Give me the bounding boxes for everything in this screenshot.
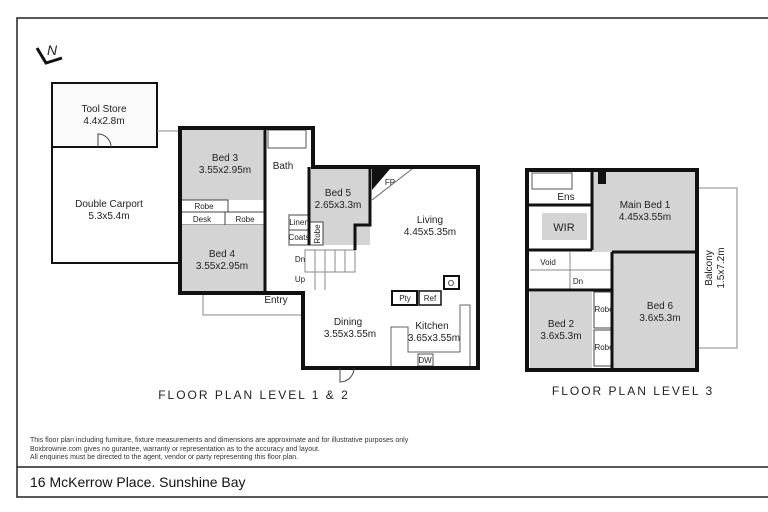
disclaimer-line: Boxbrownie.com gives no gurantee, warran… <box>30 445 320 453</box>
fireplace-label: FP <box>385 178 395 187</box>
room-size: 3.55x2.95m <box>196 261 248 272</box>
robe-label: Robe <box>594 343 614 352</box>
svg-text:N: N <box>47 42 58 58</box>
bed-4 <box>180 225 265 293</box>
desk-label: Desk <box>193 215 212 224</box>
room-label: Dining <box>334 317 362 328</box>
robe-label: Robe <box>594 305 614 314</box>
bed-6 <box>613 252 697 368</box>
frame <box>16 17 768 498</box>
room-size: 4.4x2.8m <box>83 116 124 127</box>
room-label: Bed 2 <box>548 319 575 330</box>
stairs-up-label: Up <box>295 275 306 284</box>
room-size: 3.55x3.55m <box>324 329 376 340</box>
ensuite-label: Ens <box>557 192 574 203</box>
room-size: 3.65x3.55m <box>408 333 460 344</box>
north-arrow-logo: N <box>35 42 63 65</box>
coats-label: Coats <box>289 233 310 242</box>
level-3-labels: Ens WIR Main Bed 1 4.45x3.55m Void Dn Ro… <box>540 192 727 398</box>
room-label: Bed 6 <box>647 301 674 312</box>
room-size: 3.6x5.3m <box>540 331 581 342</box>
room-label: Bed 3 <box>212 153 239 164</box>
room-label: Living <box>417 215 443 226</box>
bed-3 <box>180 128 265 200</box>
level-1-2-plan <box>51 82 480 383</box>
room-size: 1.5x7.2m <box>716 247 727 288</box>
bath-label: Bath <box>273 161 294 172</box>
room-label: Bed 4 <box>209 249 236 260</box>
room-label: Kitchen <box>415 321 448 332</box>
room-size: 3.55x2.95m <box>199 165 251 176</box>
room-label: Tool Store <box>81 104 126 115</box>
room-label: Double Carport <box>75 199 143 210</box>
room-size: 4.45x5.35m <box>404 227 456 238</box>
stairs-down-label: Dn <box>573 277 583 286</box>
disclaimer-line: This floor plan including furniture, fix… <box>30 437 409 444</box>
fridge-label: Ref <box>424 294 437 303</box>
dishwasher-label: DW <box>418 356 432 365</box>
bed-2 <box>530 292 592 368</box>
main-bed-1 <box>592 172 697 252</box>
robe-label: Robe <box>194 202 214 211</box>
level-3-title: FLOOR PLAN LEVEL 3 <box>552 384 714 398</box>
room-size: 3.6x5.3m <box>639 313 680 324</box>
entry-label: Entry <box>264 295 287 306</box>
void-label: Void <box>540 258 556 267</box>
pantry-label: Pty <box>399 294 411 303</box>
room-size: 5.3x5.4m <box>88 211 129 222</box>
room-size: 4.45x3.55m <box>619 212 671 223</box>
room-label: Main Bed 1 <box>620 200 671 211</box>
room-label: Bed 5 <box>325 188 352 199</box>
room-size: 2.65x3.3m <box>315 200 362 211</box>
oven-label: O <box>448 279 454 288</box>
robe-label: Robe <box>313 224 322 244</box>
property-address: 16 McKerrow Place. Sunshine Bay <box>30 474 246 490</box>
wir <box>542 213 587 240</box>
tool-store <box>51 82 158 148</box>
disclaimer-line: All enquiries must be directed to the ag… <box>30 454 299 461</box>
room-label: Balcony <box>704 250 715 286</box>
disclaimer: This floor plan including furniture, fix… <box>30 437 408 463</box>
level-1-2-title: FLOOR PLAN LEVEL 1 & 2 <box>158 388 350 402</box>
entry-deck <box>202 292 304 316</box>
wir-label: WIR <box>553 222 574 234</box>
stairs-down-label: Dn <box>295 255 305 264</box>
level-1-2-labels: Tool Store 4.4x2.8m Double Carport 5.3x5… <box>75 104 460 402</box>
balcony <box>696 187 738 349</box>
linen-label: Linen <box>289 218 309 227</box>
robe-label: Robe <box>235 215 255 224</box>
level-3-plan <box>525 168 738 372</box>
